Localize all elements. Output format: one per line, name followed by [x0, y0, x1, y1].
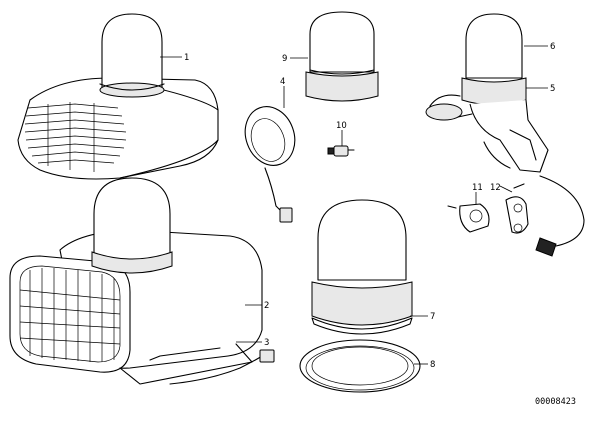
socket-part	[447, 203, 490, 233]
lamp-base-with-cable	[244, 106, 296, 223]
label-part-11: 11	[472, 183, 483, 193]
label-part-10: 10	[336, 121, 347, 131]
label-part-1: 1	[184, 53, 189, 63]
label-part-4: 4	[280, 77, 285, 87]
bulb-small	[327, 145, 355, 157]
beacon-on-lens-base	[9, 177, 275, 385]
dome-only	[305, 11, 379, 102]
label-part-7: 7	[430, 312, 435, 322]
label-part-5: 5	[550, 84, 555, 94]
beacon-on-bracket	[425, 13, 585, 257]
document-number: 00008423	[535, 397, 576, 407]
gasket-ring	[299, 339, 421, 393]
label-part-9: 9	[282, 54, 287, 64]
clip-part	[505, 183, 529, 234]
label-part-3: 3	[264, 338, 269, 348]
label-part-2: 2	[264, 301, 269, 311]
beacon-on-grille-base	[17, 13, 219, 180]
label-part-12: 12	[490, 183, 501, 193]
label-part-6: 6	[550, 42, 555, 52]
large-beacon	[311, 199, 413, 335]
callout-leaders	[160, 45, 548, 365]
label-part-8: 8	[430, 360, 435, 370]
